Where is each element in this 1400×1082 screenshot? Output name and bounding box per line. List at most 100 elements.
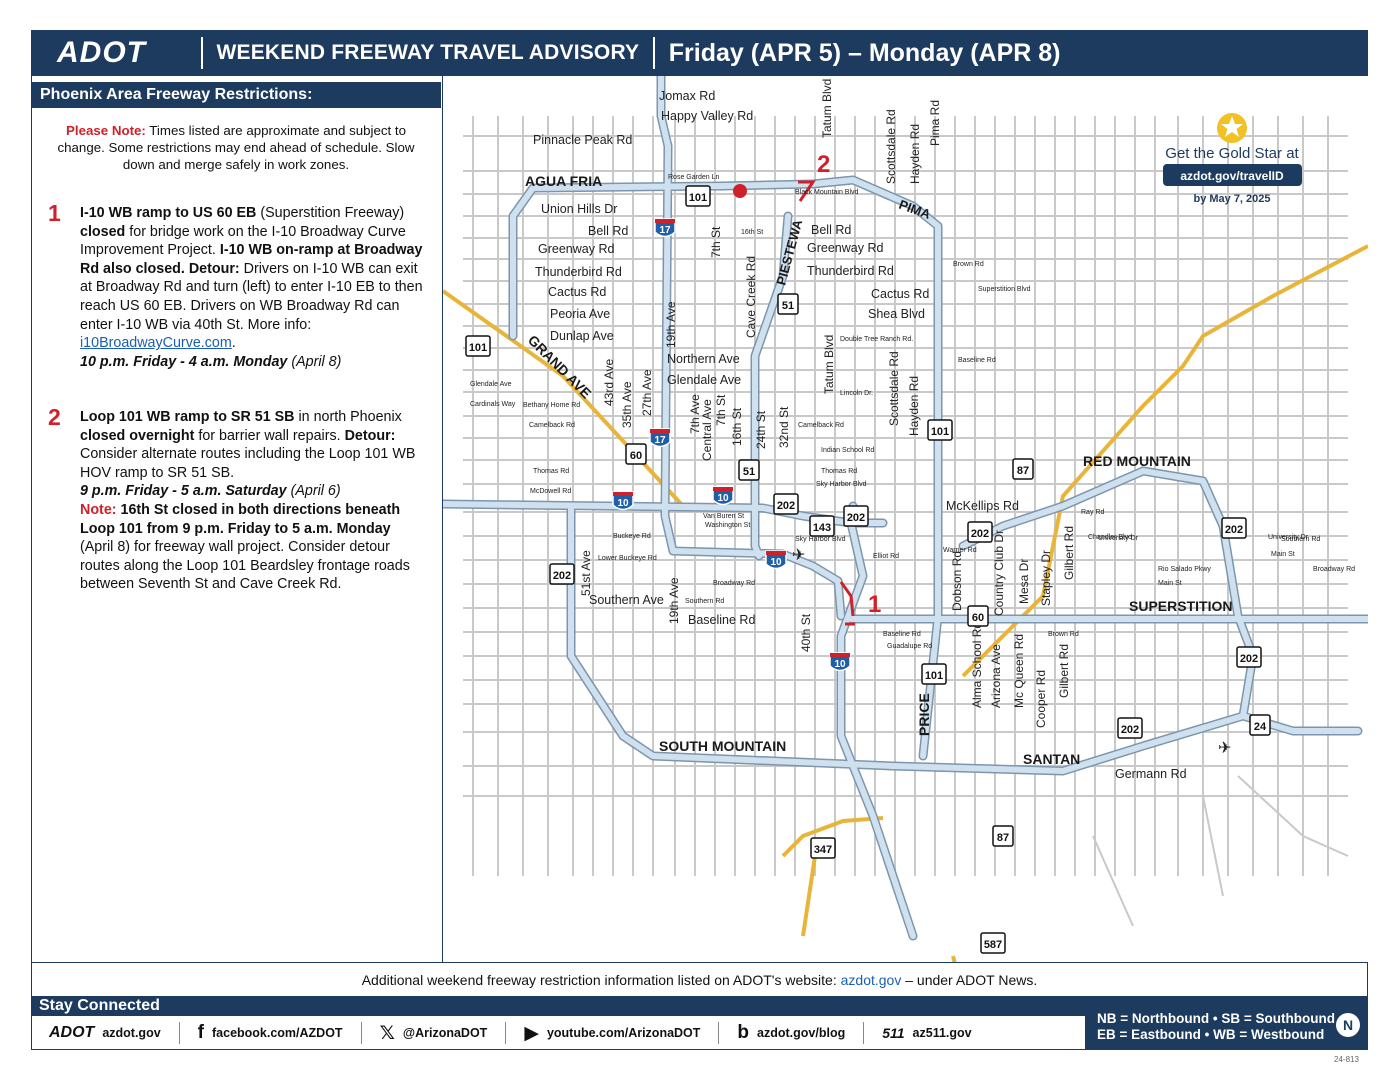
- restriction-2: Loop 101 WB ramp to SR 51 SB in north Ph…: [80, 408, 425, 594]
- airport-icon: ✈: [1218, 738, 1231, 757]
- road-label-small: Brown Rd: [1048, 631, 1079, 638]
- route-shield-icon: [549, 563, 575, 585]
- road-label: Happy Valley Rd: [661, 109, 753, 123]
- road-label: Scottsdale Rd: [887, 351, 901, 426]
- social-x[interactable]: 𝕏@ArizonaDOT: [362, 1022, 507, 1044]
- shield-number: 202: [777, 500, 795, 512]
- road-label: Pinnacle Peak Rd: [533, 133, 632, 147]
- shield-number: 60: [630, 450, 642, 462]
- shield-number: 202: [553, 570, 571, 582]
- freeway-label: AGUA FRIA: [525, 173, 602, 189]
- road-label: Dobson Rd: [950, 551, 964, 611]
- adot-logo[interactable]: ADOT: [57, 36, 146, 69]
- road-label-small: Main St: [1158, 580, 1182, 587]
- road-label: Tatum Blvd: [822, 335, 836, 394]
- road-label: 7th St: [714, 394, 728, 426]
- adot-icon: ADOT: [49, 1024, 95, 1041]
- interstate-shield-top: [766, 551, 786, 555]
- promo-url[interactable]: azdot.gov/travelID: [1180, 169, 1284, 183]
- road-label-small: Baseline Rd: [958, 357, 996, 364]
- road-label-small: Superstition Blvd: [978, 286, 1031, 293]
- restriction-note: 16th St closed in both directions beneat…: [80, 501, 401, 537]
- road-label-small: University Dr: [1098, 535, 1139, 542]
- shield-number: 10: [617, 498, 629, 509]
- road-label-small: Sky Harbor Blvd: [795, 536, 846, 543]
- road-label-small: Ray Rd: [1081, 509, 1104, 516]
- road-label-small: Camelback Rd: [798, 422, 844, 429]
- shield-number: 202: [1240, 653, 1258, 665]
- note-label: Please Note:: [66, 123, 146, 138]
- restriction-note-label: Note:: [80, 501, 117, 518]
- please-note: Please Note: Times listed are approximat…: [52, 122, 420, 173]
- freeway-label: SANTAN: [1023, 751, 1080, 767]
- road-label: Hayden Rd: [908, 124, 922, 184]
- x-icon: 𝕏: [379, 1022, 395, 1044]
- road-label: Arizona Ave: [989, 644, 1003, 708]
- social-youtube[interactable]: ▶youtube.com/ArizonaDOT: [506, 1022, 720, 1044]
- note-text: Times listed are approximate and subject…: [57, 123, 415, 172]
- gold-star-promo: Get the Gold Star at azdot.gov/travelID …: [1163, 113, 1302, 205]
- blog-icon: b: [737, 1022, 750, 1043]
- route-shield-icon: [777, 293, 799, 315]
- restriction-text: closed: [80, 223, 126, 240]
- road-label: 16th St: [730, 407, 744, 446]
- restriction-text: for barrier wall repairs.: [194, 427, 345, 444]
- restriction-text: .: [231, 335, 236, 352]
- road-label: Bell Rd: [588, 224, 628, 238]
- road-label-small: Southern Rd: [685, 598, 724, 605]
- road-label-small: Broadway Rd: [713, 580, 755, 587]
- promo-url-badge[interactable]: [1163, 164, 1302, 186]
- shield-number: 143: [813, 522, 831, 534]
- restriction-time-note: (April 8): [287, 353, 342, 370]
- legend-line: NB = Northbound • SB = Southbound: [1097, 1011, 1335, 1026]
- interstate-shield-icon: [765, 550, 787, 570]
- social-label: facebook.com/AZDOT: [212, 1026, 343, 1040]
- broadway-curve-link[interactable]: i10BroadwayCurve.com: [80, 335, 232, 352]
- road-label: Glendale Ave: [667, 373, 741, 387]
- restriction-number: 1: [48, 200, 61, 226]
- road-label: Southern Ave: [589, 593, 664, 607]
- airport-icons: ✈ ✈: [792, 545, 1231, 757]
- road-label: 24th St: [754, 410, 768, 449]
- road-label-small: Guadalupe Rd: [887, 643, 932, 650]
- shield-number: 101: [469, 342, 487, 354]
- state-route: [781, 816, 884, 858]
- freeway-label: PRICE: [916, 693, 932, 736]
- freeway-label: SUPERSTITION: [1129, 598, 1232, 614]
- shield-number: 10: [834, 659, 846, 670]
- route-shield-icon: [992, 825, 1014, 847]
- road-label: Pima Rd: [928, 100, 942, 146]
- road-label: Thunderbird Rd: [807, 264, 894, 278]
- route-shield-icon: [1117, 717, 1143, 739]
- road-label-small: Baseline Rd: [883, 631, 921, 638]
- road-label: Tatum Blvd: [820, 79, 834, 138]
- freeway-label: PIESTEWA: [773, 217, 805, 286]
- restriction-text: (Superstition Freeway): [256, 205, 405, 221]
- road-label: 19th Ave: [664, 301, 678, 348]
- road-label-small: Glendale Ave: [470, 381, 512, 388]
- shield-number: 51: [743, 466, 755, 478]
- restriction-text: in north Phoenix: [294, 409, 402, 425]
- road-label-small: Lower Buckeye Rd: [598, 555, 657, 562]
- azdot-link[interactable]: azdot.gov: [840, 972, 902, 988]
- shield-number: 51: [782, 300, 794, 312]
- road-label-small: Sky Harbor Blvd: [816, 481, 867, 488]
- road-label: Hayden Rd: [907, 376, 921, 436]
- panel-heading: Phoenix Area Freeway Restrictions:: [31, 82, 441, 108]
- route-shield-icon: [685, 185, 711, 207]
- road-label-small: McDowell Rd: [530, 488, 571, 495]
- legend-line: EB = Eastbound • WB = Westbound: [1097, 1027, 1325, 1042]
- restriction-time: 10 p.m. Friday - 4 a.m. Monday: [80, 353, 288, 370]
- freeway: [960, 468, 1256, 719]
- route-shield-icon: [843, 505, 869, 527]
- road-label: 40th St: [799, 613, 813, 652]
- freeway-label: RED MOUNTAIN: [1083, 453, 1191, 469]
- road-label: Gilbert Rd: [1057, 644, 1071, 698]
